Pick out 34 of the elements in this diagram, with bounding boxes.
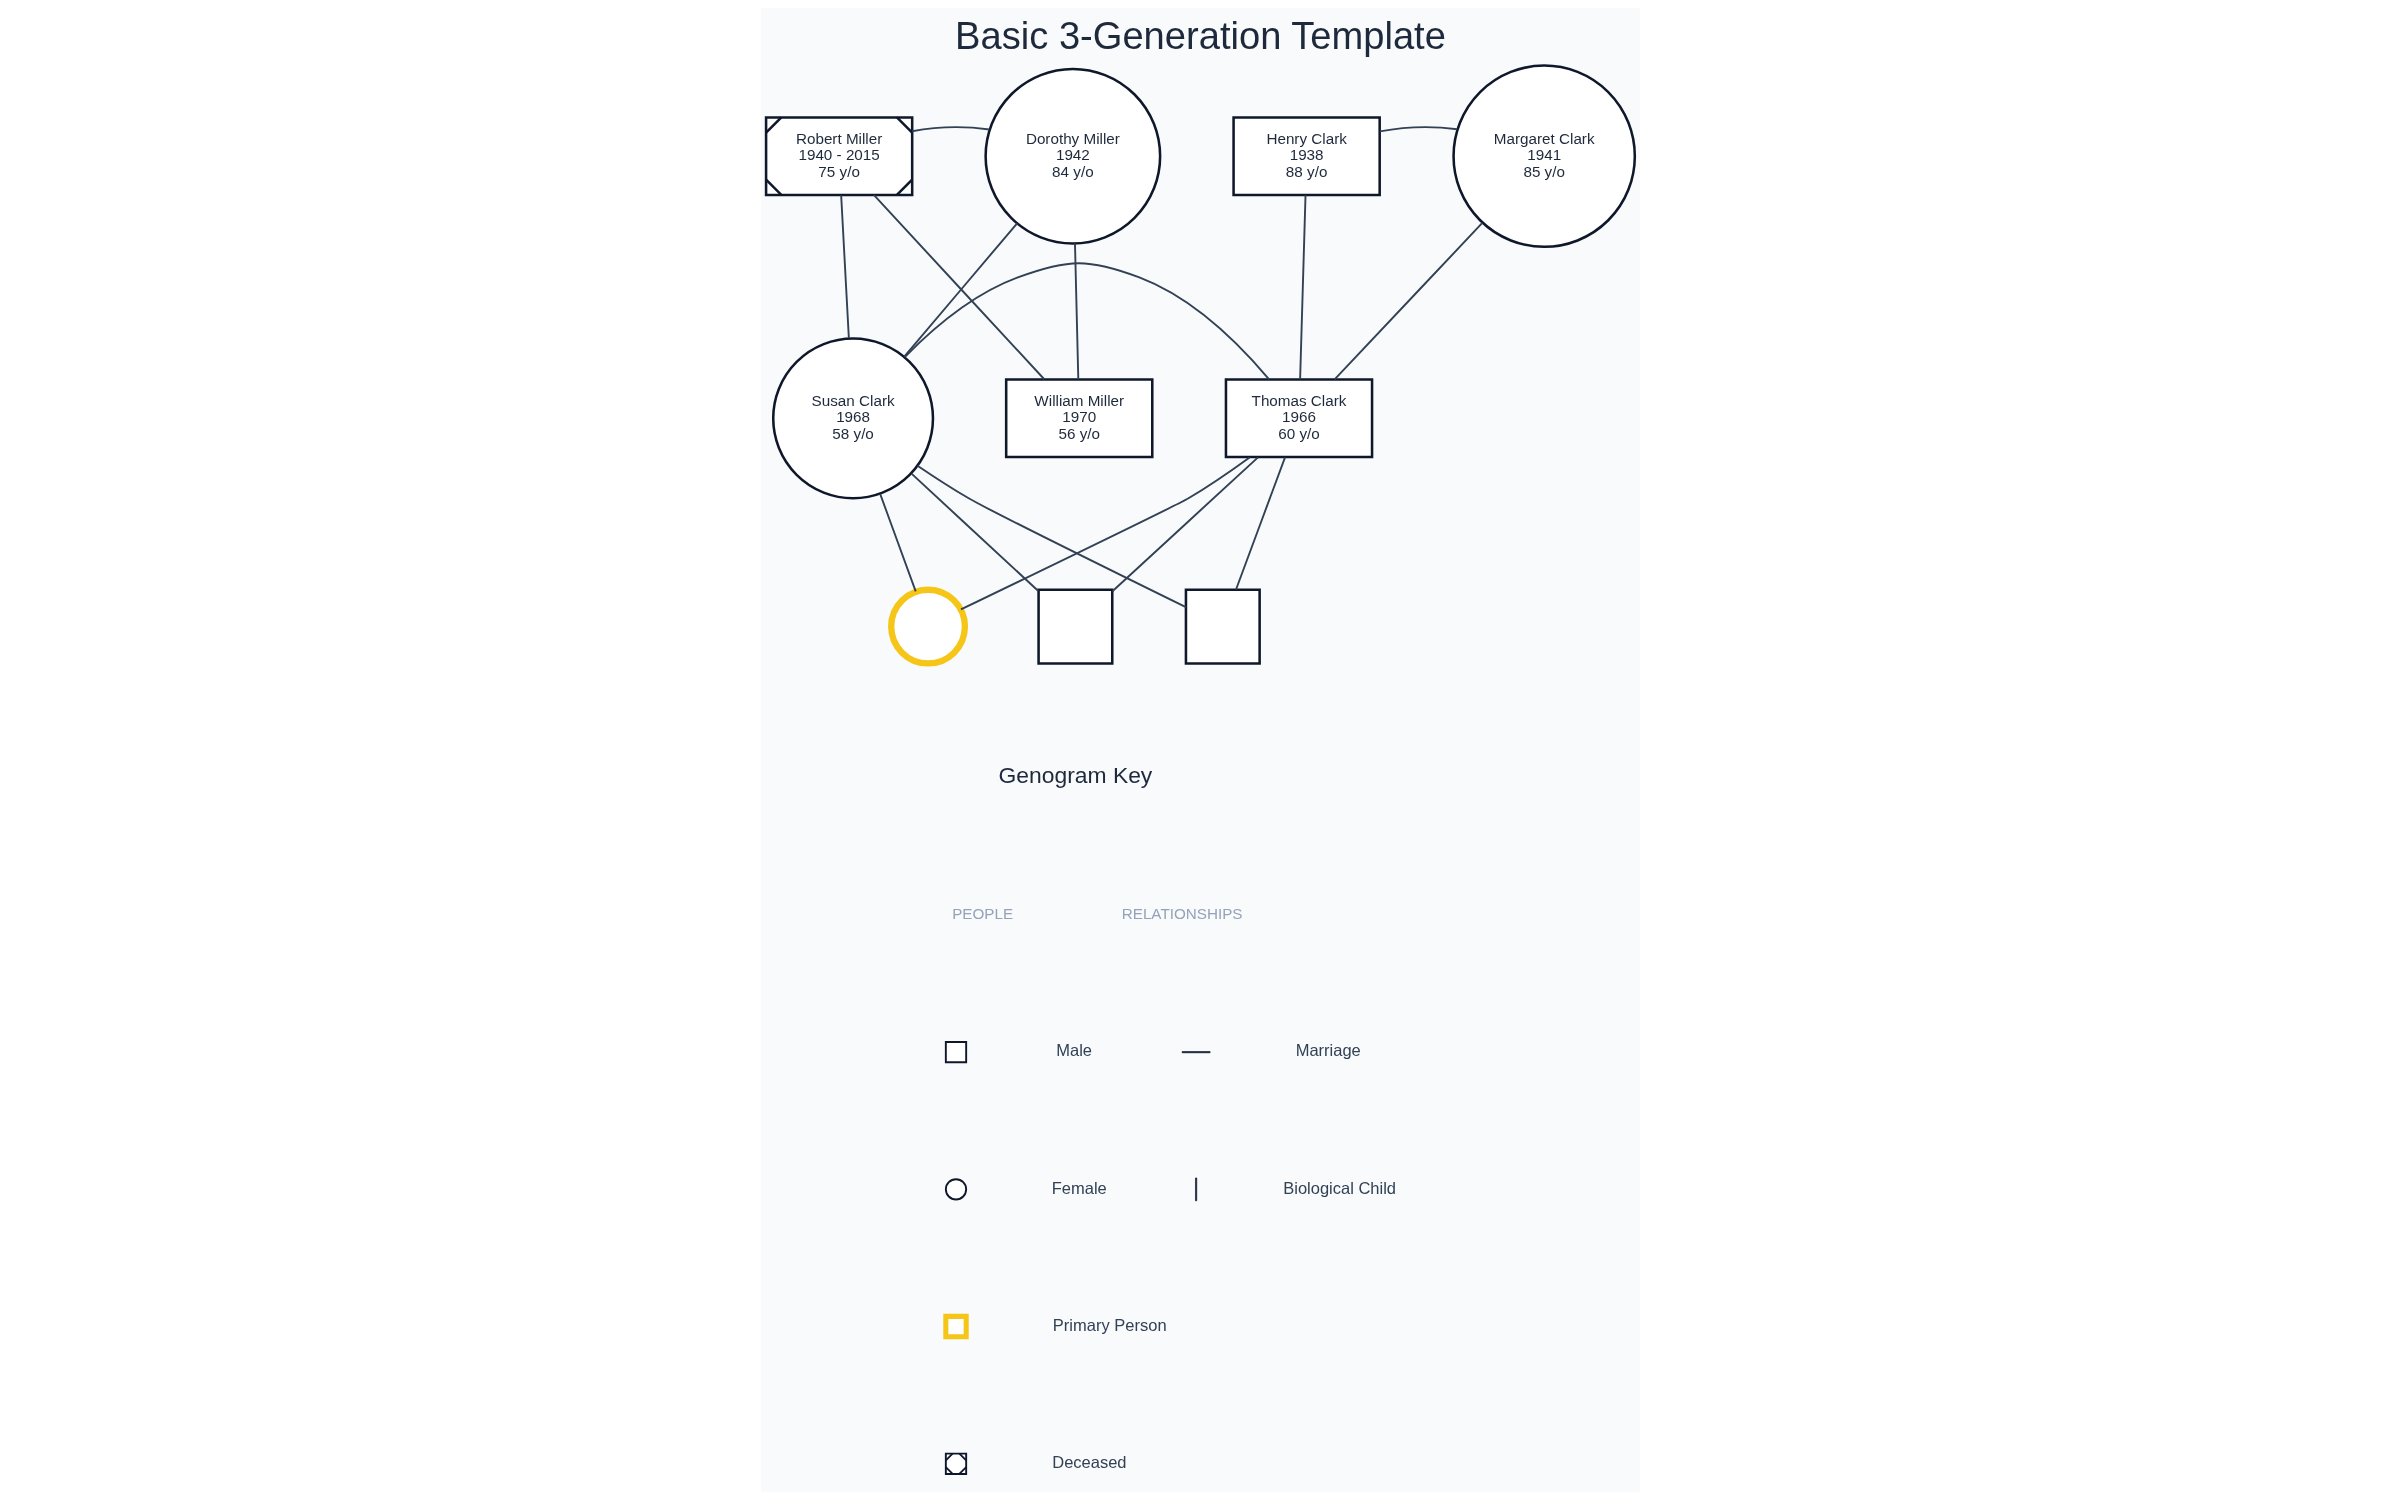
connector xyxy=(1378,126,1458,133)
connector xyxy=(903,262,1270,381)
legend-label: Male xyxy=(1055,1041,1092,1060)
node-circle: Dorothy Miller 1942 84 y/o xyxy=(983,67,1161,245)
connector xyxy=(959,456,1250,611)
node-box: Thomas Clark 1966 60 y/o xyxy=(1224,378,1373,459)
connector xyxy=(902,222,1018,358)
connector xyxy=(1111,456,1259,593)
legend-label: Female xyxy=(1051,1178,1107,1197)
legend-label: Marriage xyxy=(1295,1041,1361,1060)
connector xyxy=(1333,222,1483,381)
connector xyxy=(1234,456,1286,591)
node-box: William Miller 1970 56 y/o xyxy=(1004,378,1154,459)
legend-label: Primary Person xyxy=(1052,1315,1167,1334)
node-circle: Susan Clark 1968 58 y/o xyxy=(771,337,934,500)
connector xyxy=(878,492,917,593)
node-box xyxy=(1036,588,1114,665)
node-circle xyxy=(887,586,968,667)
legend-label: Deceased xyxy=(1051,1453,1127,1472)
legend-label: Biological Child xyxy=(1282,1178,1396,1197)
diagram-title: Basic 3-Generation Template xyxy=(954,14,1446,57)
connector xyxy=(839,194,850,339)
label: RELATIONSHIPS xyxy=(1121,904,1243,922)
node-box: Henry Clark 1938 88 y/o xyxy=(1231,116,1381,197)
connector xyxy=(916,464,1187,609)
label: PEOPLE xyxy=(951,904,1013,922)
connector xyxy=(910,472,1039,592)
connector xyxy=(1298,194,1306,381)
node-box xyxy=(1184,588,1261,665)
connector xyxy=(1073,242,1079,381)
node-circle: Margaret Clark 1941 85 y/o xyxy=(1451,64,1636,249)
label: Genogram Key xyxy=(998,762,1152,789)
connector xyxy=(910,126,990,133)
connector xyxy=(872,194,1045,381)
